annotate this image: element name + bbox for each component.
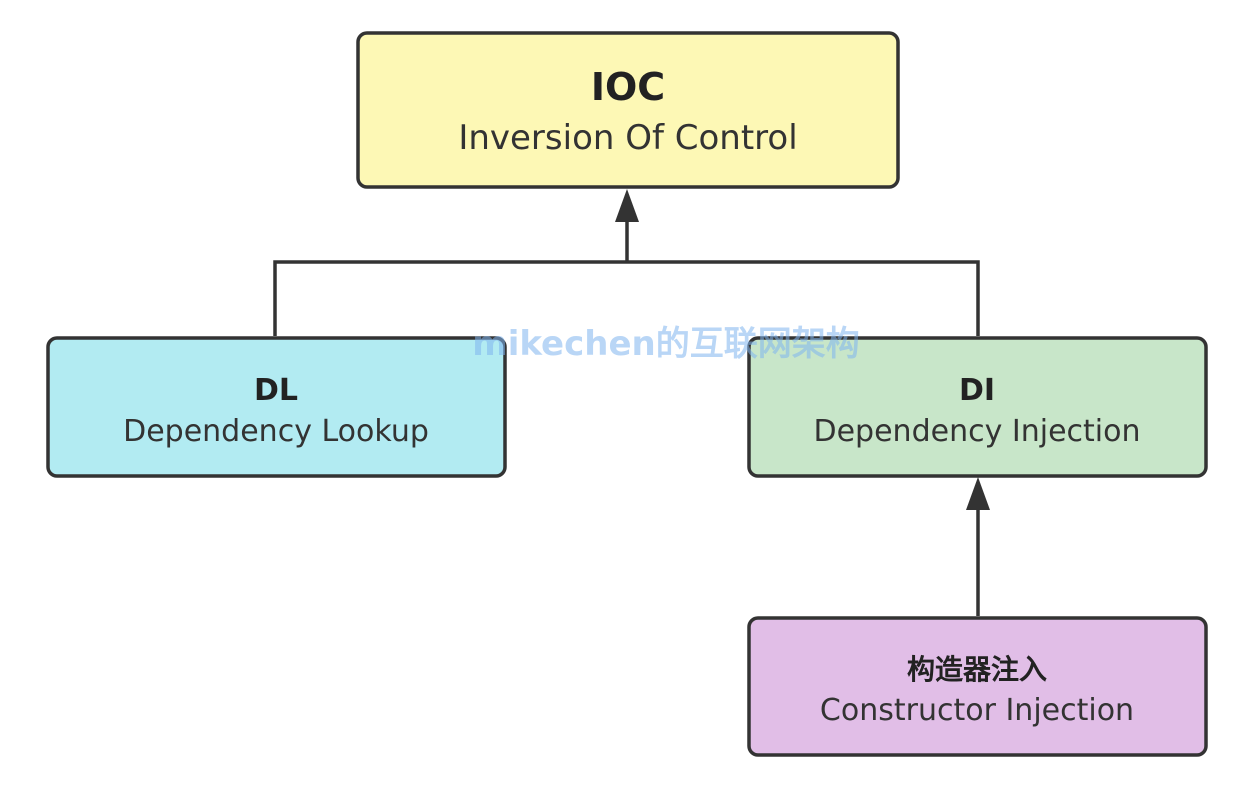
node-di-box — [747, 336, 1208, 478]
node-ci-subtitle: Constructor Injection — [820, 693, 1134, 728]
arrowhead-to-di — [966, 477, 990, 510]
node-dl-title: DL — [254, 373, 298, 408]
node-di-title: DI — [959, 373, 995, 408]
node-constructor-injection[interactable]: 构造器注入 Constructor Injection — [747, 616, 1208, 757]
node-ioc-title: IOC — [591, 65, 665, 109]
node-ioc-subtitle: Inversion Of Control — [458, 118, 797, 158]
node-dl-subtitle: Dependency Lookup — [123, 414, 429, 449]
node-di-subtitle: Dependency Injection — [814, 414, 1141, 449]
node-di[interactable]: DI Dependency Injection — [747, 336, 1208, 478]
node-ioc[interactable]: IOC Inversion Of Control — [356, 31, 900, 189]
watermark-text: mikechen的互联网架构 — [472, 324, 859, 364]
node-ci-title: 构造器注入 — [907, 653, 1047, 686]
node-dl-box — [46, 336, 507, 478]
node-ci-box — [747, 616, 1208, 757]
arrowhead-to-ioc — [615, 189, 639, 222]
node-ioc-box — [356, 31, 900, 189]
connector-dl-di-to-ioc — [273, 220, 980, 336]
node-dl[interactable]: DL Dependency Lookup — [46, 336, 507, 478]
